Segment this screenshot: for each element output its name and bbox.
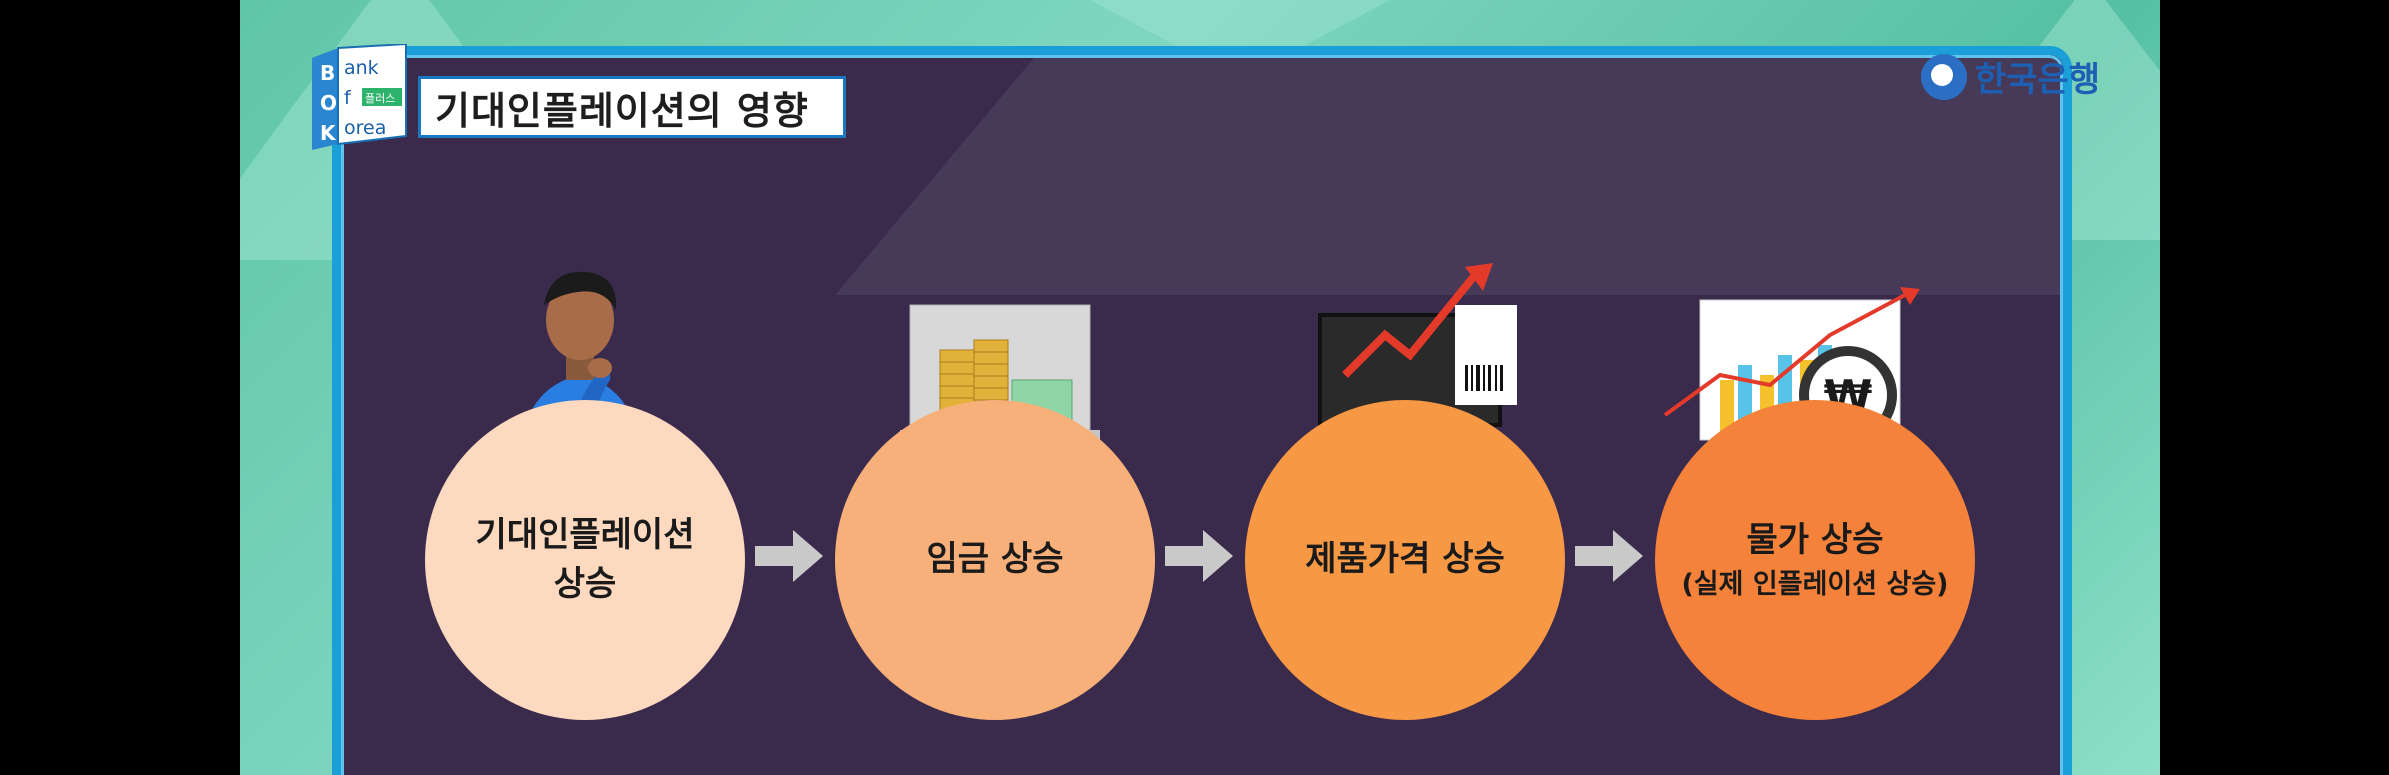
- video-frame: B O K ank f 플러스 orea 기대인플레이션의 영향 한국은행: [240, 0, 2160, 775]
- arrow-right-icon: [1165, 530, 1233, 582]
- arrow-right-icon: [755, 530, 823, 582]
- step-4-line1: 물가 상승: [1746, 520, 1884, 561]
- brand-name: 한국은행: [1974, 60, 2100, 100]
- step-expected-inflation-up: 기대인플레이션 상승: [425, 400, 745, 720]
- bank-of-korea-book-logo: B O K ank f 플러스 orea: [312, 44, 407, 150]
- page-title: 기대인플레이션의 영향: [435, 88, 809, 133]
- arrow-right-icon: [1575, 530, 1643, 582]
- svg-text:ank: ank: [344, 57, 379, 79]
- step-1-line1: 기대인플레이션: [475, 514, 695, 555]
- step-wage-up: 임금 상승: [835, 400, 1155, 720]
- svg-text:O: O: [320, 91, 337, 115]
- svg-text:플러스: 플러스: [365, 92, 395, 105]
- page-title-box: 기대인플레이션의 영향: [418, 76, 846, 138]
- price-chart-monitor-icon: [1318, 263, 1517, 445]
- svg-text:B: B: [320, 61, 335, 85]
- svg-text:orea: orea: [344, 117, 386, 139]
- board-inner-border: [341, 55, 2063, 775]
- step-2-line1: 임금 상승: [926, 539, 1064, 580]
- step-3-line1: 제품가격 상승: [1305, 539, 1505, 580]
- step-4-line2: (실제 인플레이션 상승): [1681, 568, 1949, 600]
- svg-text:f: f: [344, 87, 352, 109]
- brand: 한국은행: [1920, 52, 2100, 101]
- step-price-level-up: 물가 상승 (실제 인플레이션 상승): [1655, 400, 1975, 720]
- step-product-price-up: 제품가격 상승: [1245, 400, 1565, 720]
- step-1-line2: 상승: [553, 564, 617, 604]
- svg-text:K: K: [320, 121, 337, 145]
- bank-of-korea-emblem-icon: [1920, 53, 1967, 100]
